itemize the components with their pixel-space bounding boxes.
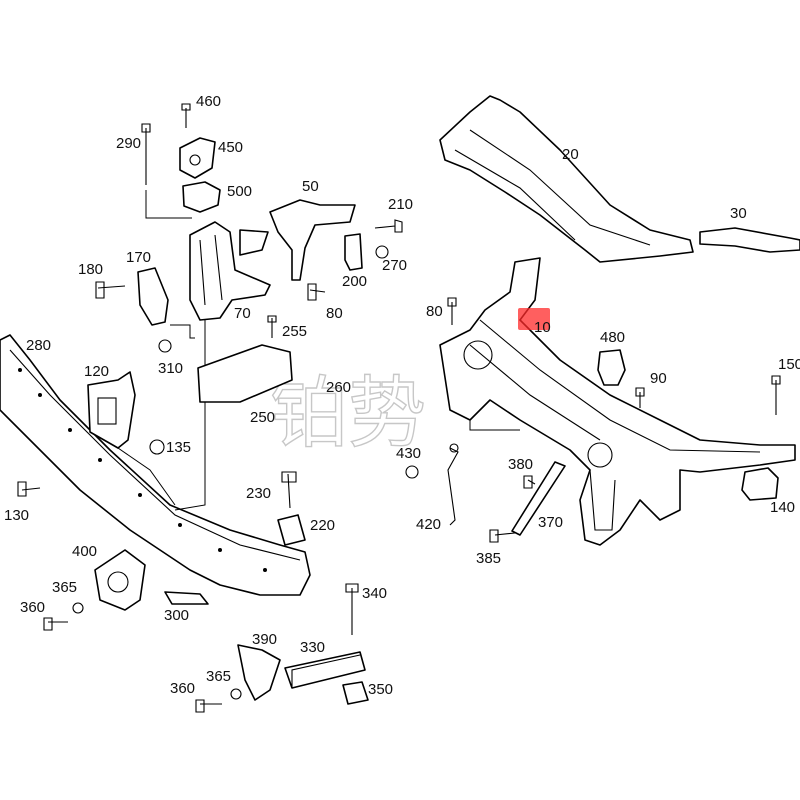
label-200: 200 [342, 273, 367, 290]
label-310: 310 [158, 360, 183, 377]
part-10-front-carrier [439, 257, 796, 546]
part-280-bumper-beam [0, 334, 311, 596]
label-120: 120 [84, 363, 109, 380]
label-170: 170 [126, 249, 151, 266]
label-140: 140 [770, 499, 795, 516]
label-130: 130 [4, 507, 29, 524]
part-170-plate [137, 267, 169, 326]
label-430: 430 [396, 445, 421, 462]
fasteners [17, 103, 781, 713]
part-200-bracket [344, 233, 363, 271]
label-400: 400 [72, 543, 97, 560]
part-480-bracket [597, 349, 626, 386]
washer-365a [72, 602, 84, 614]
bolt-255 [267, 315, 277, 338]
bolt-180 [95, 281, 126, 299]
label-220: 220 [310, 517, 335, 534]
part-420-rod [447, 443, 459, 526]
label-80-left: 80 [326, 305, 343, 322]
label-30: 30 [730, 205, 747, 222]
label-260: 260 [326, 379, 351, 396]
label-150: 150 [778, 356, 800, 373]
bolt-290 [141, 123, 151, 185]
part-10-highlight [518, 308, 550, 330]
label-340: 340 [362, 585, 387, 602]
nut-310 [158, 339, 172, 353]
bolt-90 [635, 387, 645, 408]
label-255: 255 [282, 323, 307, 340]
bolt-340 [345, 583, 359, 635]
label-280: 280 [26, 337, 51, 354]
label-460: 460 [196, 93, 221, 110]
part-390-bracket [237, 644, 281, 701]
guide-lines [117, 190, 520, 511]
label-70: 70 [234, 305, 251, 322]
label-390: 390 [252, 631, 277, 648]
part-70-mount [189, 221, 271, 321]
part-120-bracket [87, 371, 136, 449]
part-450-latch [179, 137, 216, 179]
bolt-385 [489, 529, 516, 543]
part-300-clip [164, 591, 209, 605]
label-370: 370 [538, 514, 563, 531]
label-10: 10 [534, 319, 551, 336]
nut-430 [405, 465, 419, 479]
label-420: 420 [416, 516, 441, 533]
label-500: 500 [227, 183, 252, 200]
bolt-210 [374, 219, 403, 233]
bolt-360b [195, 699, 222, 713]
label-80-right: 80 [426, 303, 443, 320]
label-20: 20 [562, 146, 579, 163]
nut-135 [149, 439, 165, 455]
label-360-bottom: 360 [170, 680, 195, 697]
label-330: 330 [300, 639, 325, 656]
label-135: 135 [166, 439, 191, 456]
bolt-80b [447, 297, 457, 325]
bolt-150 [771, 375, 781, 415]
nut-270 [375, 245, 389, 259]
labels: 460 290 450 500 50 210 200 270 180 170 7… [4, 93, 800, 698]
label-210: 210 [388, 196, 413, 213]
part-20-upper-cross-member [439, 95, 694, 263]
label-450: 450 [218, 139, 243, 156]
washer-365b [230, 688, 242, 700]
label-180: 180 [78, 261, 103, 278]
label-270: 270 [382, 257, 407, 274]
label-50: 50 [302, 178, 319, 195]
bolt-360a [43, 617, 68, 631]
part-370-strut [511, 461, 566, 536]
part-400-horn [94, 549, 146, 611]
label-290: 290 [116, 135, 141, 152]
part-330-crash-box [284, 651, 366, 689]
label-365-top: 365 [52, 579, 77, 596]
label-350: 350 [368, 681, 393, 698]
watermark: 铂势 [270, 369, 426, 459]
label-385: 385 [476, 550, 501, 567]
part-250-shield [197, 344, 293, 403]
part-140-mount [741, 467, 779, 501]
bolt-460 [181, 103, 191, 128]
label-360-top: 360 [20, 599, 45, 616]
part-220-bracket [277, 514, 306, 546]
part-500-bracket [182, 181, 221, 213]
part-50-bracket [269, 199, 356, 281]
label-250: 250 [250, 409, 275, 426]
label-230: 230 [246, 485, 271, 502]
label-300: 300 [164, 607, 189, 624]
label-365-bottom: 365 [206, 668, 231, 685]
bolt-380 [523, 475, 536, 489]
bolt-80a [307, 283, 326, 301]
bolt-230 [281, 471, 297, 509]
part-30-bracket [699, 227, 800, 253]
bolt-130 [17, 481, 41, 497]
label-380: 380 [508, 456, 533, 473]
part-350-bump-stop [342, 681, 369, 705]
label-480: 480 [600, 329, 625, 346]
label-90: 90 [650, 370, 667, 387]
